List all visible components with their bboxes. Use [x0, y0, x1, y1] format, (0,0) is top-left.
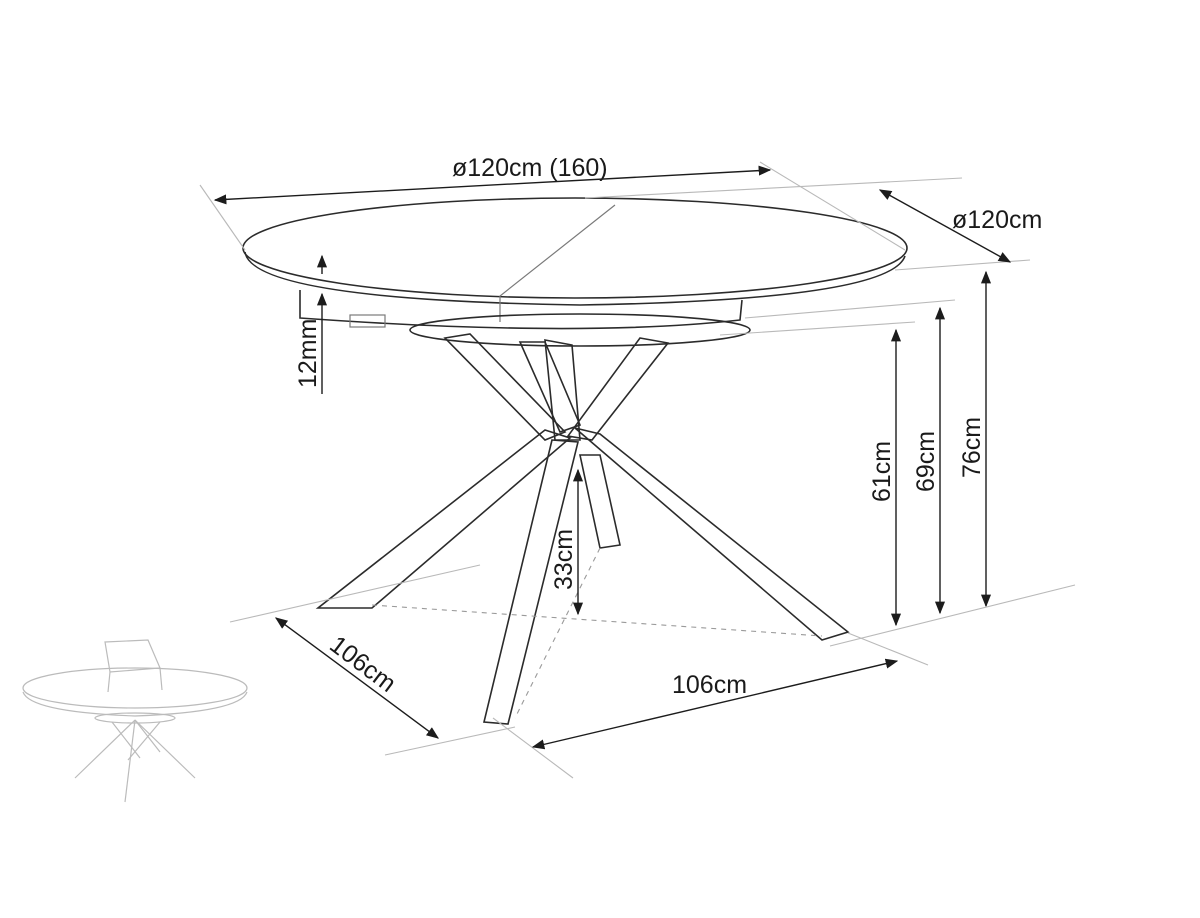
footprint-dash-2 [514, 547, 601, 719]
dimension-base-depth: 106cm [274, 617, 440, 739]
leg-rear-left [315, 429, 572, 609]
label-top-diameter: ø120cm (160) [452, 154, 608, 182]
leg-center-upper [518, 341, 582, 433]
extension-bracket [349, 314, 386, 328]
leg-front-right [574, 427, 850, 641]
dimension-height-61: 61cm [719, 321, 916, 627]
label-base-width: 106cm [672, 671, 747, 699]
floor-line-right [829, 584, 1076, 647]
leg-upper-right [566, 337, 670, 441]
table-apron [299, 290, 743, 330]
extension-split-line [499, 204, 616, 322]
extended-table-thumbnail [22, 639, 248, 803]
footprint-dash-1 [371, 604, 823, 637]
label-side-diameter: ø120cm [952, 206, 1042, 234]
floor-line-front [384, 726, 516, 756]
floor-line-left [229, 564, 481, 623]
dimension-height-76: 76cm [958, 270, 992, 608]
dimension-base-width: 106cm [492, 632, 929, 779]
leg-rear-right [579, 454, 621, 549]
cross-base-legs [315, 333, 850, 725]
leg-front-center [483, 439, 580, 725]
label-height-69: 69cm [912, 431, 940, 492]
label-top-thickness: 12mm [294, 319, 322, 388]
dimension-top-thickness: 12mm [294, 254, 328, 394]
label-leg-height: 33cm [550, 529, 578, 590]
support-ring [409, 313, 751, 347]
tabletop-edge [244, 251, 906, 306]
dimension-leg-height: 33cm [550, 468, 584, 616]
label-height-61: 61cm [868, 441, 896, 502]
leg-front-left [544, 339, 581, 441]
dimension-top-diameter: ø120cm (160) [199, 154, 906, 251]
leg-upper-left [443, 333, 567, 441]
dimension-height-69: 69cm [744, 299, 956, 615]
label-height-76: 76cm [958, 417, 986, 478]
tabletop-surface [242, 197, 908, 299]
dimension-side-diameter: ø120cm [584, 177, 1042, 271]
table-illustration [242, 197, 908, 725]
label-base-depth: 106cm [324, 630, 401, 698]
